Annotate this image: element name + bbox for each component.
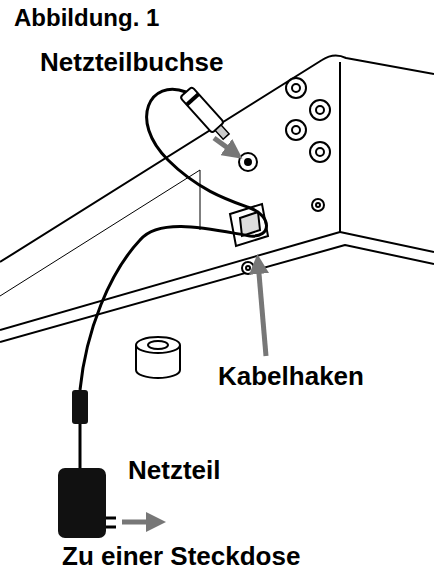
power-adapter	[58, 468, 106, 538]
adapter-prong	[106, 518, 116, 527]
dc-plug	[180, 87, 232, 142]
rubber-foot	[136, 337, 180, 378]
cable-hook	[230, 204, 268, 246]
figure-title: Abbildung. 1	[14, 4, 159, 32]
part-label: Netzteil	[128, 456, 220, 486]
direction-arrows	[122, 138, 266, 522]
ferrite-core	[72, 390, 88, 424]
note-label: Zu einer Steckdose	[62, 542, 300, 572]
power-socket	[239, 153, 257, 171]
audio-jacks	[286, 78, 330, 162]
device-housing	[0, 55, 434, 342]
power-cable	[80, 89, 267, 390]
part-label: Netzteilbuchse	[40, 48, 224, 78]
power-cable	[79, 424, 82, 470]
part-label: Kabelhaken	[218, 362, 364, 392]
